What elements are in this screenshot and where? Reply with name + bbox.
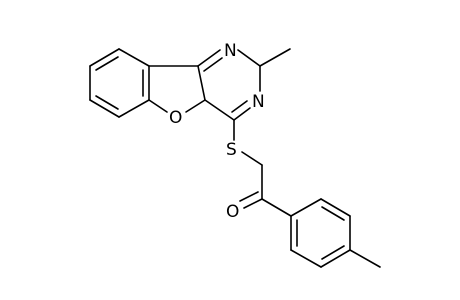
carbonyl-group — [239, 191, 263, 209]
atom-n-upper: N — [224, 41, 237, 61]
thioether-chain — [233, 119, 263, 200]
tolyl-ring — [261, 198, 351, 268]
furan-ring — [148, 65, 206, 113]
bond — [118, 99, 150, 118]
bond — [290, 198, 322, 217]
atom-s-thioether: S — [226, 140, 237, 160]
bond — [231, 100, 248, 113]
bond — [290, 249, 322, 268]
bond — [233, 107, 251, 121]
atom-o-carbonyl: O — [226, 202, 239, 222]
bond — [241, 151, 263, 166]
bond — [118, 48, 150, 67]
pyrimidine-ring — [197, 49, 261, 121]
benzene-ring-fused — [89, 48, 150, 118]
bond — [148, 99, 168, 113]
bond — [203, 57, 223, 72]
methyl-bond-tolyl — [349, 249, 381, 268]
bond-double-inner — [95, 56, 119, 71]
bond — [243, 198, 263, 209]
bond-double-inner — [321, 206, 345, 221]
atom-o-furan: O — [169, 108, 182, 128]
methyl-bond-pyrimidine — [259, 48, 291, 67]
bond — [320, 198, 351, 217]
bond — [237, 49, 261, 67]
bond — [185, 99, 206, 113]
bond — [197, 49, 221, 67]
bond — [261, 198, 292, 217]
bond — [197, 65, 206, 101]
bond — [89, 48, 120, 67]
bond — [89, 99, 120, 118]
bond — [239, 191, 259, 202]
atom-n-lower: N — [252, 92, 265, 112]
bond — [204, 99, 235, 121]
bond-double-inner — [321, 245, 345, 260]
bond-double-inner — [95, 95, 119, 110]
bond — [320, 249, 351, 268]
